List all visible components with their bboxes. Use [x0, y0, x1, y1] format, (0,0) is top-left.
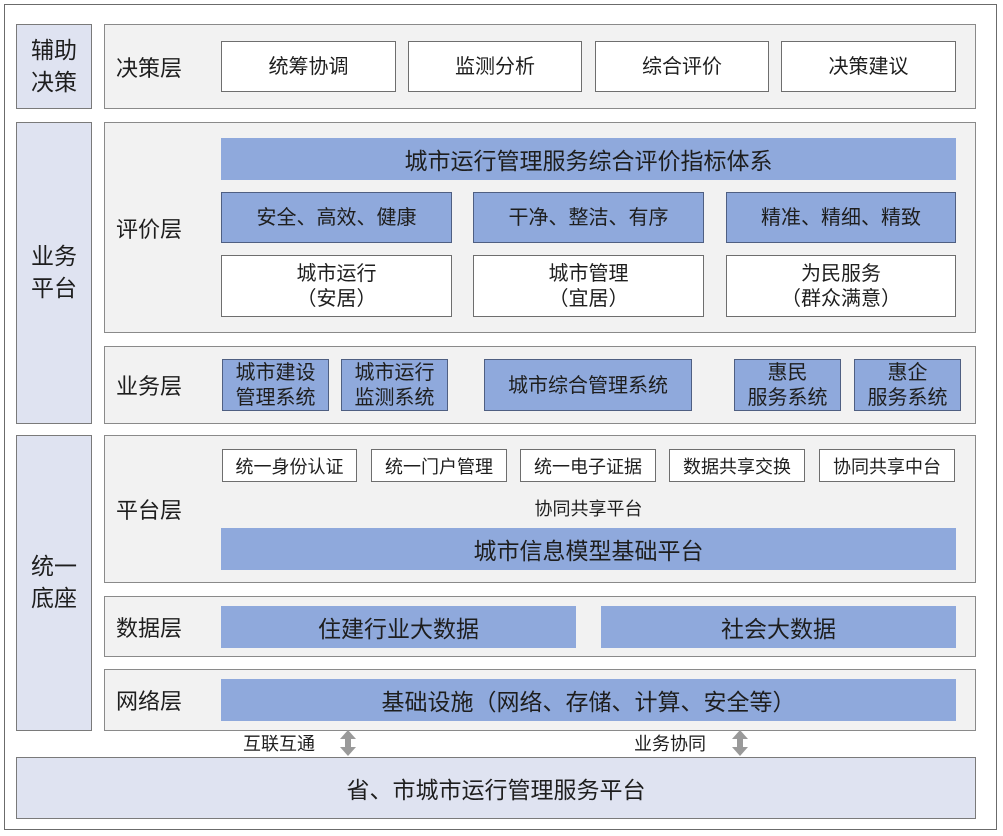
decision-box-evaluation: 综合评价 [595, 41, 769, 92]
service-box-data-sharing: 数据共享交换 [669, 449, 805, 482]
criteria-box-safety: 安全、高效、健康 [221, 192, 452, 243]
decision-box-suggestion: 决策建议 [781, 41, 956, 92]
business-layer-label: 业务层 [116, 375, 183, 400]
platform-layer-label: 平台层 [116, 499, 183, 524]
system-box-public-benefit: 惠民 服务系统 [734, 359, 841, 411]
system-box-operation-monitoring: 城市运行 监测系统 [341, 359, 448, 411]
infrastructure-bar: 基础设施（网络、存储、计算、安全等） [221, 679, 956, 721]
collaboration-platform-caption: 协同共享平台 [534, 499, 643, 520]
side-label-decision-aid: 辅助 决策 [16, 24, 92, 109]
decision-box-coordination: 统筹协调 [221, 41, 396, 92]
double-arrow-icon [340, 730, 356, 756]
dimension-box-public-service: 为民服务 （群众满意） [726, 255, 956, 317]
link-label-business-collaboration: 业务协同 [634, 734, 706, 755]
criteria-box-cleanliness: 干净、整洁、有序 [473, 192, 704, 243]
side-label-unified-base: 统一 底座 [16, 435, 92, 731]
double-arrow-icon [732, 730, 748, 756]
side-label-business-platform: 业务 平台 [16, 122, 92, 424]
service-box-identity-auth: 统一身份认证 [222, 449, 357, 482]
service-box-electronic-evidence: 统一电子证据 [520, 449, 656, 482]
network-layer-label: 网络层 [116, 690, 183, 715]
cim-platform-bar: 城市信息模型基础平台 [221, 528, 956, 570]
index-system-bar: 城市运行管理服务综合评价指标体系 [221, 138, 956, 180]
evaluation-layer-label: 评价层 [116, 217, 183, 243]
system-box-enterprise-benefit: 惠企 服务系统 [854, 359, 961, 411]
service-box-portal-management: 统一门户管理 [371, 449, 507, 482]
social-big-data-bar: 社会大数据 [601, 606, 956, 648]
service-box-collaboration-hub: 协同共享中台 [819, 449, 955, 482]
link-label-interconnection: 互联互通 [243, 734, 315, 755]
industry-big-data-bar: 住建行业大数据 [221, 606, 576, 648]
dimension-box-city-management: 城市管理 （宜居） [473, 255, 704, 317]
decision-layer-label: 决策层 [116, 56, 183, 82]
dimension-box-city-operation: 城市运行 （安居） [221, 255, 452, 317]
system-box-comprehensive-management: 城市综合管理系统 [484, 359, 692, 411]
data-layer-label: 数据层 [116, 616, 183, 642]
provincial-city-platform: 省、市城市运行管理服务平台 [16, 757, 976, 819]
decision-box-monitoring: 监测分析 [408, 41, 582, 92]
criteria-box-precision: 精准、精细、精致 [726, 192, 956, 243]
system-box-construction: 城市建设 管理系统 [222, 359, 329, 411]
